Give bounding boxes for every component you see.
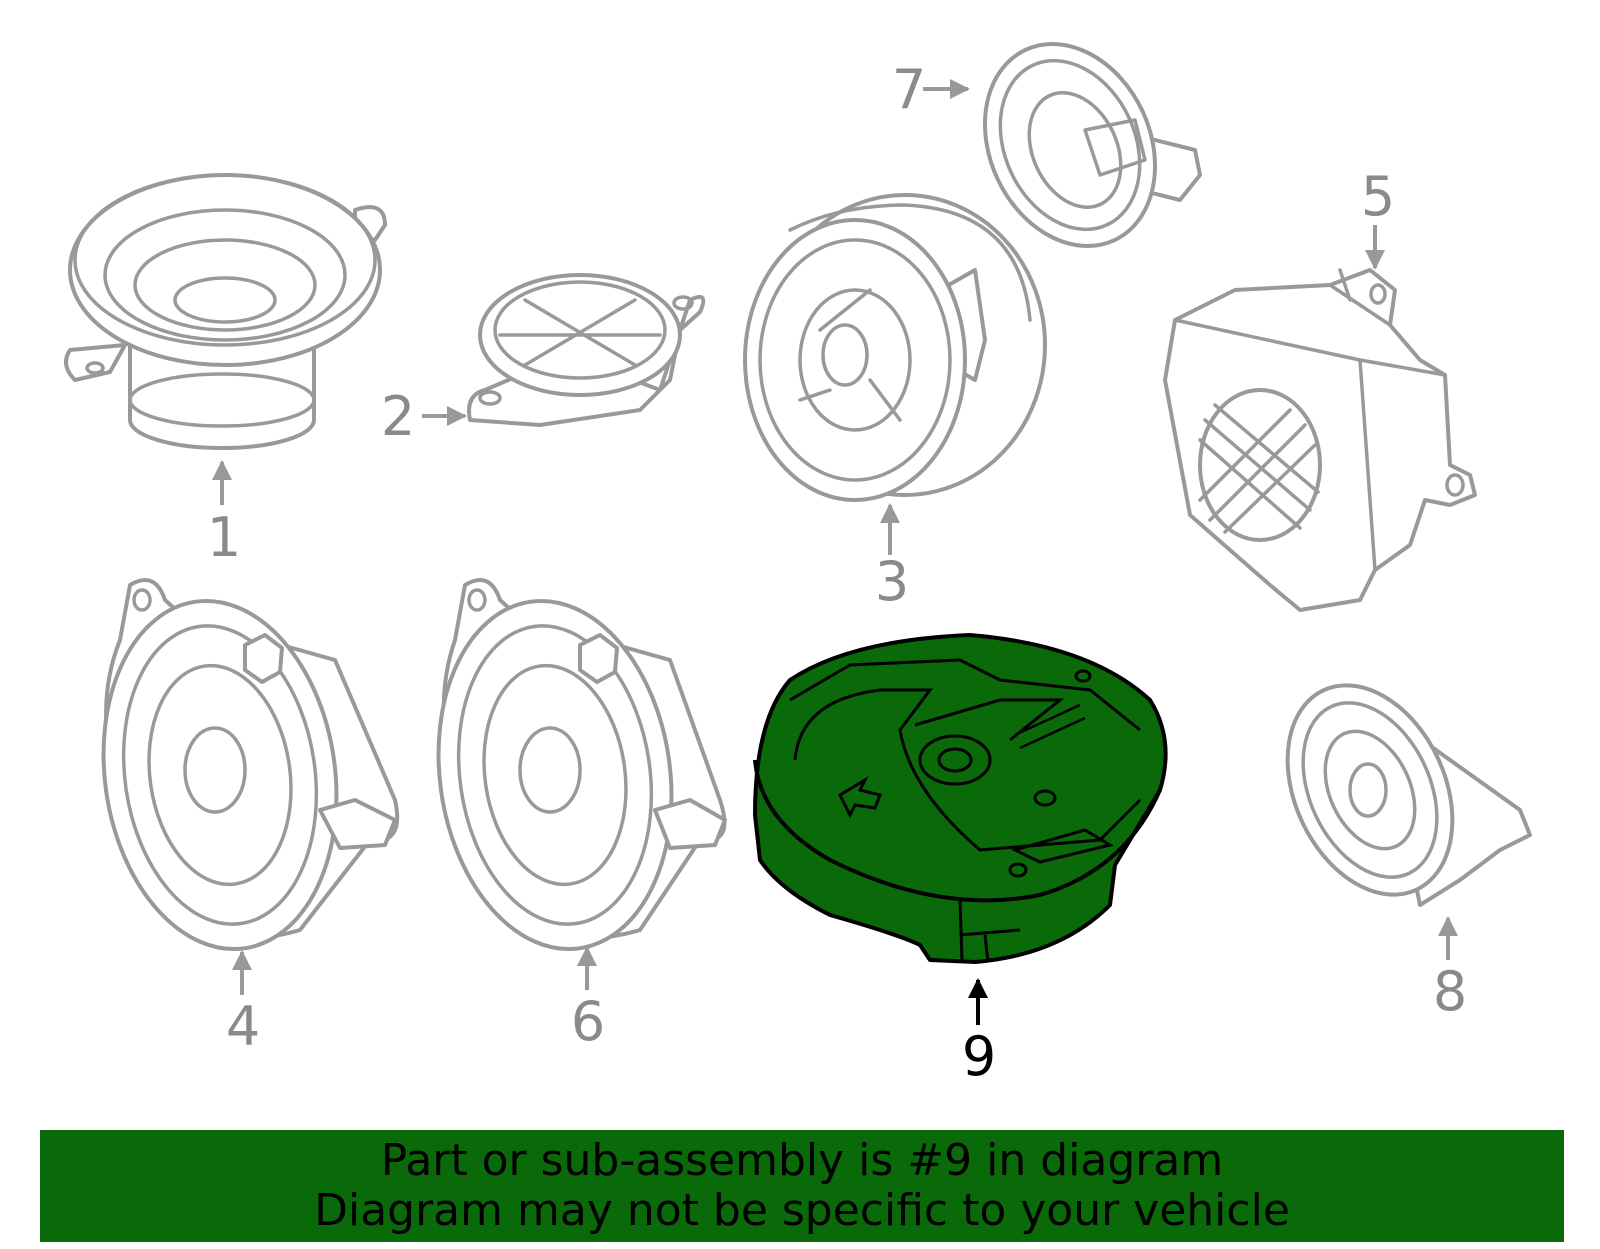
callout-8: 8 — [1433, 960, 1467, 1023]
callout-7: 7 — [892, 58, 926, 121]
module-part-5[interactable] — [1163, 268, 1477, 612]
speaker-part-1[interactable] — [64, 173, 387, 450]
callout-4: 4 — [226, 995, 260, 1058]
callout-1: 1 — [207, 506, 241, 569]
info-banner: Part or sub-assembly is #9 in diagram Di… — [40, 1130, 1564, 1242]
callout-2: 2 — [381, 385, 415, 448]
callout-6: 6 — [571, 990, 605, 1053]
speaker-part-8[interactable] — [1256, 659, 1532, 922]
banner-line-1: Part or sub-assembly is #9 in diagram — [380, 1135, 1224, 1186]
tweeter-part-2[interactable] — [467, 273, 706, 427]
tweeter-part-7[interactable] — [953, 16, 1202, 274]
banner-line-2: Diagram may not be specific to your vehi… — [314, 1185, 1290, 1236]
speaker-part-4[interactable] — [82, 578, 400, 964]
speaker-part-3[interactable] — [743, 193, 1047, 502]
subwoofer-part-9[interactable] — [753, 633, 1168, 964]
callout-5: 5 — [1361, 165, 1395, 228]
callout-9: 9 — [962, 1025, 996, 1088]
callout-3: 3 — [875, 550, 909, 613]
speaker-part-6[interactable] — [417, 578, 727, 964]
